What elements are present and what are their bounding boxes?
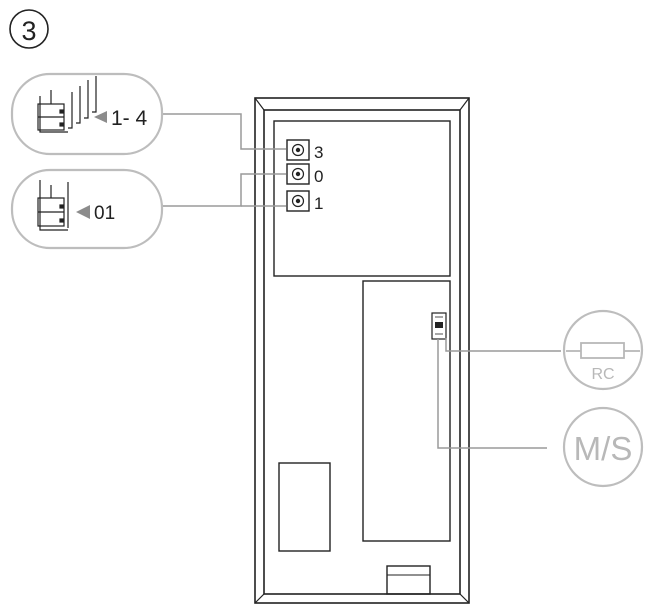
step-indicator: 3 bbox=[9, 9, 49, 49]
dip-switch-lever bbox=[435, 322, 443, 328]
pointer-arrow-icon bbox=[76, 205, 90, 219]
rotary-dial-icon bbox=[291, 194, 305, 208]
rotary-dial-icon bbox=[291, 167, 305, 181]
rotary-dial-center bbox=[295, 147, 301, 153]
terminal-module bbox=[278, 462, 331, 552]
callout-rc: RC bbox=[562, 309, 644, 391]
callout-frame bbox=[562, 406, 644, 488]
circuit-board bbox=[362, 280, 451, 542]
address-range-label: 1- 4 bbox=[111, 107, 148, 130]
single-unit-icon bbox=[37, 180, 69, 231]
rotary-switch-value: 3 bbox=[314, 143, 323, 162]
housing-bevel-tr bbox=[459, 97, 470, 111]
leader-line-address-range bbox=[162, 113, 286, 150]
callout-address-single: 01 bbox=[10, 168, 164, 250]
rotary-dial-center bbox=[295, 198, 301, 204]
stacked-units-icon bbox=[37, 76, 97, 133]
address-switch-panel bbox=[273, 120, 451, 277]
housing-bevel-tl bbox=[254, 97, 265, 111]
step-number: 3 bbox=[21, 16, 36, 46]
leader-lines bbox=[162, 113, 561, 449]
callout-address-range: 1- 4 bbox=[10, 72, 164, 156]
rotary-switch-0[interactable]: 0 bbox=[286, 163, 323, 186]
leader-line-address-single-upper bbox=[162, 173, 286, 207]
rotary-switch-value: 0 bbox=[314, 167, 323, 186]
ms-label: M/S bbox=[574, 430, 633, 467]
rotary-switch-1[interactable]: 1 bbox=[286, 190, 323, 213]
callout-ms: M/S bbox=[562, 406, 644, 488]
housing-bevel-bl bbox=[254, 593, 265, 604]
dip-switch[interactable] bbox=[431, 312, 447, 340]
callout-frame bbox=[10, 72, 164, 156]
connector-body bbox=[386, 565, 431, 595]
housing-inner bbox=[263, 109, 461, 595]
step-circle bbox=[9, 9, 49, 49]
leader-line-ms bbox=[437, 339, 547, 449]
rc-label: RC bbox=[591, 366, 614, 383]
housing-bevel-br bbox=[459, 593, 470, 604]
bottom-connector bbox=[384, 565, 431, 595]
rotary-switch-3[interactable]: 3 bbox=[286, 139, 323, 162]
rotary-dial-icon bbox=[291, 143, 305, 157]
leader-line-rc bbox=[445, 338, 561, 352]
pointer-arrow-icon bbox=[94, 111, 107, 123]
rotary-switch-value: 1 bbox=[314, 194, 323, 213]
address-single-label: 01 bbox=[94, 203, 115, 224]
rotary-dial-center bbox=[295, 171, 301, 177]
resistor-icon bbox=[566, 342, 640, 359]
